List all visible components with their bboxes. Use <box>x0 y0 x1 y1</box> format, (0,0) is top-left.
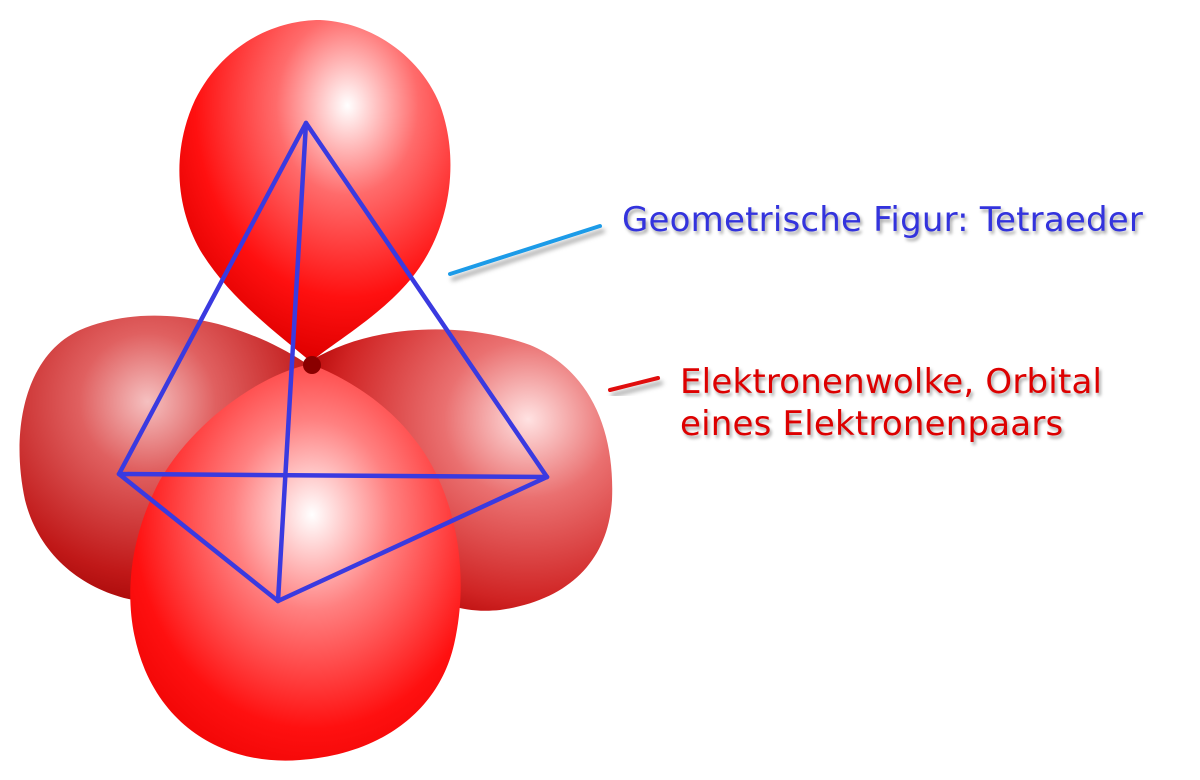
tetrahedron-label: Geometrische Figur: Tetraeder <box>622 200 1144 240</box>
orbital-label: Elektronenwolke, Orbital eines Elektrone… <box>680 361 1102 445</box>
edge-apex-left <box>116 120 309 477</box>
edge-apex-right <box>303 120 550 480</box>
edge-apex-bottom <box>275 120 309 604</box>
tetrahedron-leader-line <box>448 224 602 276</box>
orbital-lobe-top <box>179 20 451 362</box>
edge-left-bottom <box>116 471 281 604</box>
edge-left-right <box>116 471 550 480</box>
tetrahedron-edges <box>116 120 550 604</box>
edge-right-bottom <box>275 474 550 604</box>
orbital-label-line1: Elektronenwolke, Orbital <box>680 362 1103 402</box>
nucleus-dot <box>303 356 321 374</box>
orbital-label-line2: eines Elektronenpaars <box>680 404 1064 444</box>
orbital-lobe-front <box>130 364 461 761</box>
orbital-leader-line <box>608 376 660 392</box>
